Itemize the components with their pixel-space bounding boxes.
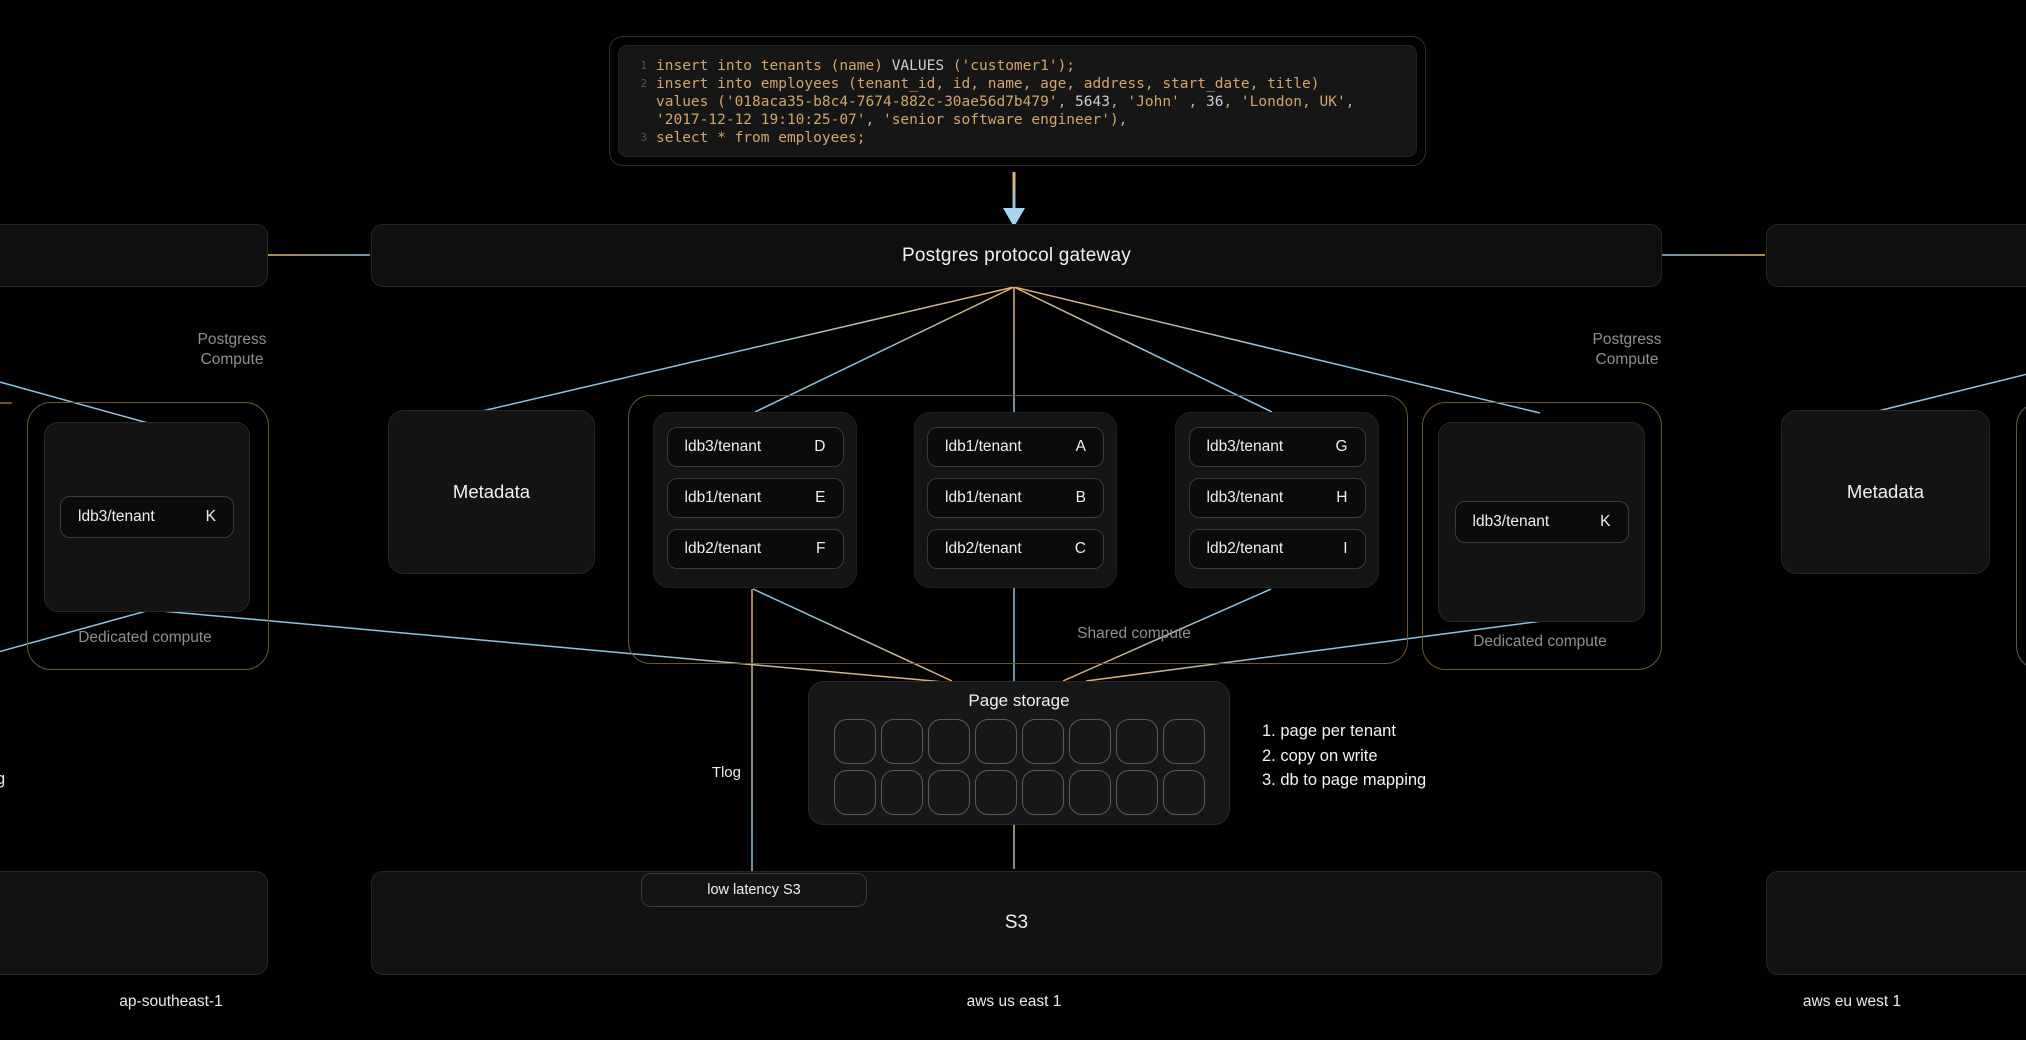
page-cell [880,719,923,764]
wire-fan-group-d [754,286,1015,413]
page-cell [880,770,923,815]
code-text: insert into tenants (name) VALUES ('cust… [656,58,1076,74]
wire-rightgw-metadata [1877,373,2026,412]
page-cell [927,770,970,815]
wire-leftgw-dedicated [0,381,149,424]
page-cell [1162,719,1205,764]
code-lines: 1 insert into tenants (name) VALUES ('cus… [618,45,1417,157]
line-number: 1 [640,60,647,72]
code-line: 3 select * from employees; [633,129,1406,147]
code-text: insert into employees (tenant_id, id, na… [656,76,1320,92]
page-cell [974,719,1017,764]
region-label-aws-eu-west-1: aws eu west 1 [1802,993,1902,1010]
code-text: values ('018aca35-b8c4-7674-882c-30ae56d… [656,94,1355,110]
shared-compute-zone [628,395,1408,664]
page-cell [1162,770,1205,815]
page-storage-title: Page storage [968,691,1070,710]
gateway-node-left-partial [0,224,268,287]
page-cell [1115,770,1158,815]
wire-fan-metadata-left [477,286,1015,413]
page-cell [1021,770,1064,815]
page-cell [1068,770,1111,815]
dedicated-zone-far-left-partial [0,402,12,404]
region-label-ap-southeast-1: ap-southeast-1 [119,993,223,1010]
page-cell [833,719,876,764]
gateway-label: Postgres protocol gateway [902,244,1131,266]
dedicated-compute-label-right: Dedicated compute [1473,633,1607,650]
code-line: 1 insert into tenants (name) VALUES ('cus… [633,57,1406,75]
postgres-gateway-node: Postgres protocol gateway [371,224,1662,287]
dedicated-zone-far-right-partial [2016,402,2026,670]
wire-groupg-storage [1062,588,1272,682]
code-text: select * from employees; [656,130,866,146]
metadata-node-left: Metadata [388,410,595,574]
dedicated-compute-label-left: Dedicated compute [78,629,212,646]
code-line: 2 insert into employees (tenant_id, id, n… [633,75,1406,93]
tlog-label: Tlog [711,764,741,781]
wire-dedleft-west [0,609,151,653]
dedicated-compute-zone-right [1422,402,1662,670]
line-number: 2 [640,78,647,90]
sql-code-panel: 1 insert into tenants (name) VALUES ('cus… [609,36,1426,166]
page-storage-node: Page storage [808,681,1230,825]
page-cell [974,770,1017,815]
note-item: 2. copy on write [1262,746,1378,765]
s3-node: S3 [371,871,1662,975]
page-cell [833,770,876,815]
page-cell [1115,719,1158,764]
line-number [633,111,647,129]
note-item: 3. db to page mapping [1262,771,1427,789]
page-cell [1068,719,1111,764]
code-text: '2017-12-12 19:10:25-07', 'senior softwa… [656,112,1128,128]
code-line: '2017-12-12 19:10:25-07', 'senior softwa… [633,111,1406,129]
page-grid [833,719,1205,815]
code-line: values ('018aca35-b8c4-7674-882c-30ae56d… [633,93,1406,111]
line-number: 3 [640,132,647,144]
compute-label-right: Postgress Compute [1592,331,1662,368]
page-storage-notes: 1. page per tenant 2. copy on write 3. d… [1262,719,1426,793]
region-label-aws-us-east-1: aws us east 1 [966,993,1062,1010]
s3-node-left-partial [0,871,268,975]
arrow-down-icon [1003,172,1025,227]
dedicated-compute-zone-left [27,402,269,670]
compute-label-left: Postgress Compute [197,331,267,368]
page-cell [927,719,970,764]
wire-dedright-storage [1085,620,1543,682]
shared-compute-label: Shared compute [1077,625,1191,642]
text-fragment: g [0,770,6,788]
page-cell [1021,719,1064,764]
note-item: 1. page per tenant [1262,722,1396,740]
wire-fan-dedicated-right [1013,286,1541,414]
gateway-node-right-partial [1766,224,2026,287]
wire-fan-group-g [1013,286,1273,413]
wire-groupd-storage [752,588,953,682]
low-latency-s3-chip: low latency S3 [641,873,867,907]
s3-node-right-partial [1766,871,2026,975]
metadata-node-right: Metadata [1781,410,1990,574]
wire-dedleft-storage [149,609,945,683]
line-number [633,93,647,111]
